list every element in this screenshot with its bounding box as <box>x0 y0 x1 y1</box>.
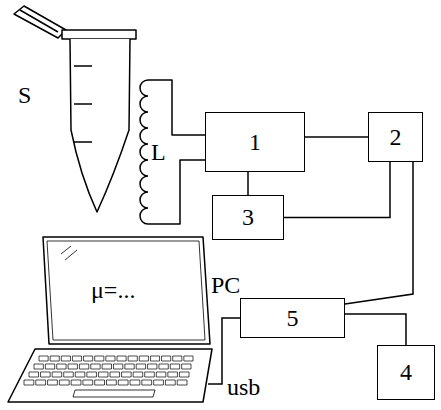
wire <box>345 162 413 304</box>
tube-lid <box>14 6 66 38</box>
block-box: 4 <box>377 345 435 400</box>
wire <box>305 136 368 138</box>
block-box: 5 <box>240 298 345 338</box>
wire <box>247 172 249 195</box>
tube-rim <box>62 30 136 39</box>
coil-label: L <box>151 139 166 165</box>
sample-label: S <box>18 82 31 108</box>
block-number: 2 <box>390 124 402 150</box>
lid-hinge <box>20 10 58 32</box>
wire <box>345 314 406 345</box>
laptop-computer: PCμ=... <box>5 232 217 406</box>
tube-graduation <box>74 66 92 142</box>
block-number: 4 <box>400 359 412 385</box>
block-number: 1 <box>249 129 261 155</box>
coil-leads <box>148 80 205 224</box>
cable-label: usb <box>226 374 261 400</box>
block-number: 5 <box>287 305 299 331</box>
coil-inductor <box>140 80 148 224</box>
test-tube <box>70 39 130 212</box>
block-box: 2 <box>368 112 423 162</box>
block-number: 3 <box>242 204 254 230</box>
laptop-outline <box>5 232 217 406</box>
device-label: PC <box>211 272 240 298</box>
block-box: 3 <box>212 195 284 240</box>
screen-readout: μ=... <box>91 277 135 303</box>
block-box: 1 <box>205 112 305 172</box>
